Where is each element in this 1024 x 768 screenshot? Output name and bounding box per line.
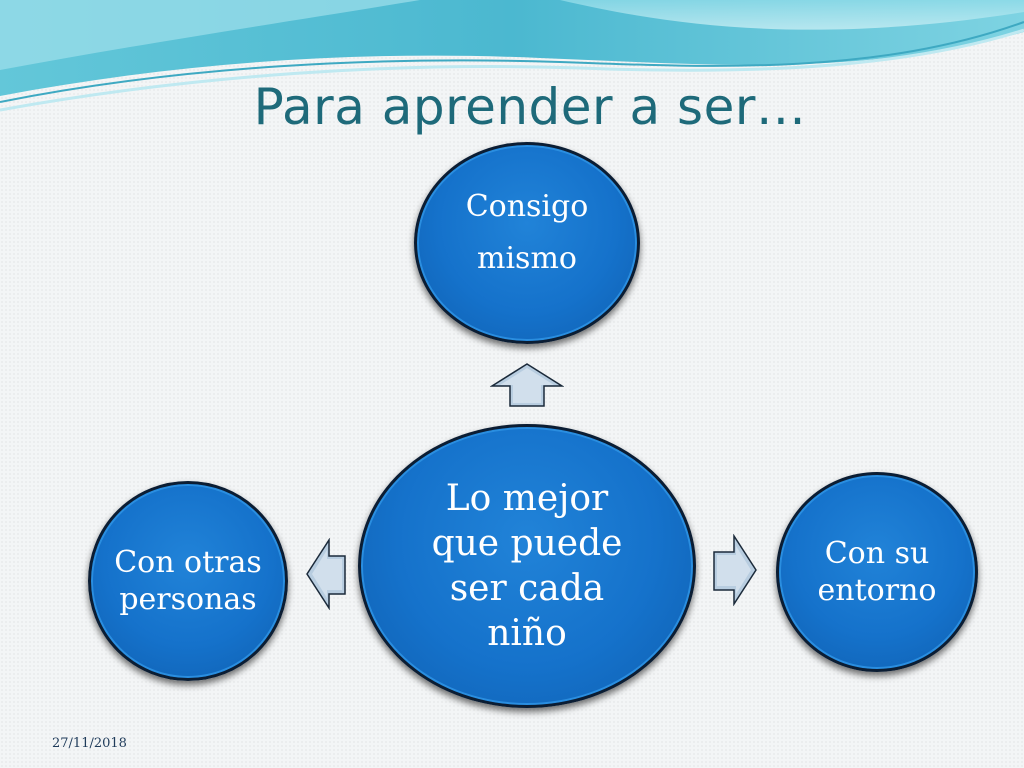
right-node-circle: Con su entorno (776, 472, 978, 672)
left-node-label: Con otras personas (114, 545, 262, 617)
footer-date: 27/11/2018 (52, 736, 127, 751)
right-node-label: Con su entorno (817, 536, 937, 608)
center-node-label: Lo mejor que puede ser cada niño (431, 478, 623, 654)
arrow-right-icon (713, 534, 757, 606)
arrow-left-icon (306, 538, 346, 610)
top-node-label: Consigo mismo (465, 189, 589, 276)
top-node-circle: Consigo mismo (414, 142, 640, 344)
header-wave-decoration (0, 0, 1024, 112)
arrow-up-icon (490, 363, 564, 407)
slide-title: Para aprender a ser… (253, 78, 807, 136)
left-node-circle: Con otras personas (88, 481, 288, 681)
center-node-circle: Lo mejor que puede ser cada niño (358, 424, 696, 708)
